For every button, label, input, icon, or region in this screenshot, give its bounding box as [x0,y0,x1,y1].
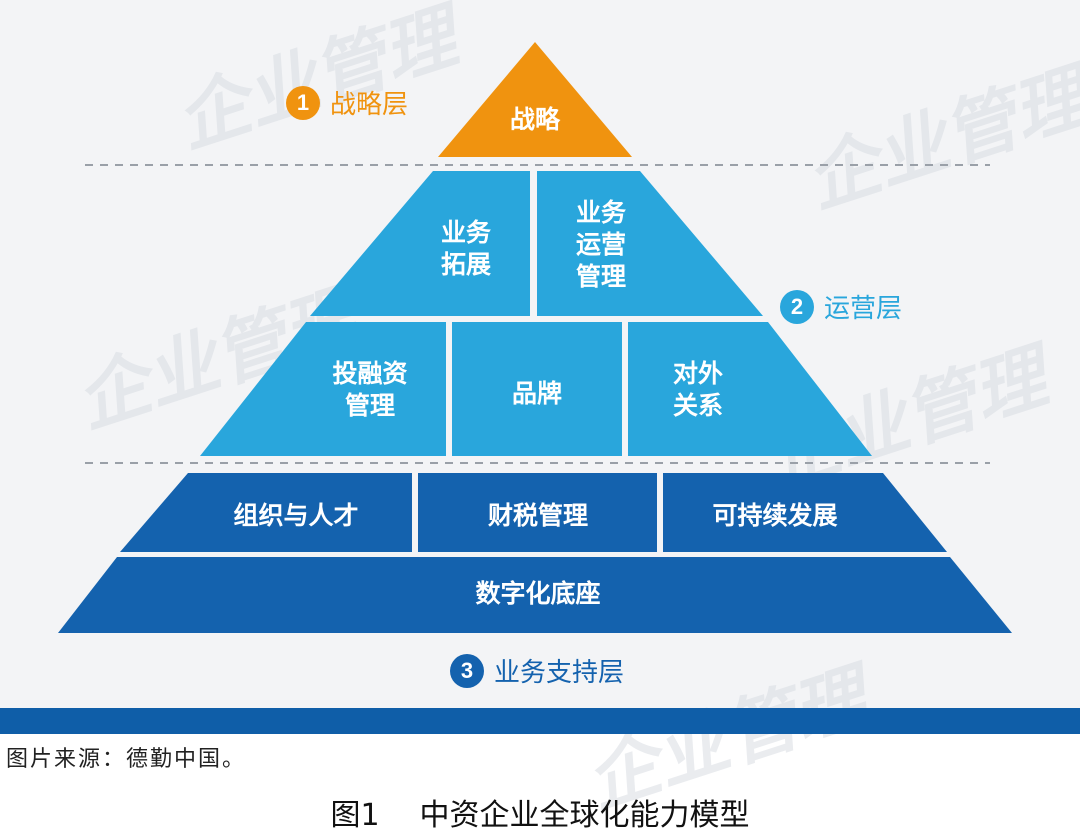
layer-number-badge: 1 [286,85,320,120]
figure-title: 中资企业全球化能力模型 [419,798,750,833]
business-expansion-label: 业务 拓展 [440,218,492,279]
layer-number-badge: 3 [450,653,484,688]
org-talent-block [120,473,412,552]
pyramid [58,42,1012,633]
layer-name: 业务支持层 [494,658,625,688]
strategy-block-label: 战略 [509,105,561,134]
investment-finance-block [200,322,446,456]
sustainable-dev-label: 可持续发展 [712,501,838,530]
figure-caption: 图1 中资企业全球化能力模型 [0,790,1080,834]
finance-tax-block [418,473,657,552]
brand-label: 品牌 [511,379,563,408]
digital-base-block [58,557,1012,633]
business-expansion-block [310,171,530,316]
brand-block [452,322,622,456]
strategy-block [438,42,632,157]
external-relations-block [628,322,872,456]
layer-name: 战略层 [330,90,409,120]
org-talent-label: 组织与人才 [233,501,359,530]
operation-layer-label: 2 运营层 [780,288,902,325]
digital-base-label: 数字化底座 [475,579,601,608]
image-source: 图片来源：德勤中国。 [6,747,247,772]
footer-bar [0,708,1080,734]
sustainable-dev-block [663,473,947,552]
finance-tax-label: 财税管理 [487,501,589,530]
business-ops-mgmt-label: 业务 运营 管理 [575,198,627,291]
support-layer-label: 3 业务支持层 [450,652,624,689]
business-ops-mgmt-block [537,171,763,316]
external-relations-label: 对外 关系 [672,359,724,420]
figure-number: 图1 [330,798,380,833]
layer-name: 运营层 [824,294,903,324]
strategy-layer-label: 1 战略层 [286,84,408,121]
investment-finance-label: 投融资 管理 [332,359,408,420]
layer-number-badge: 2 [780,289,814,324]
